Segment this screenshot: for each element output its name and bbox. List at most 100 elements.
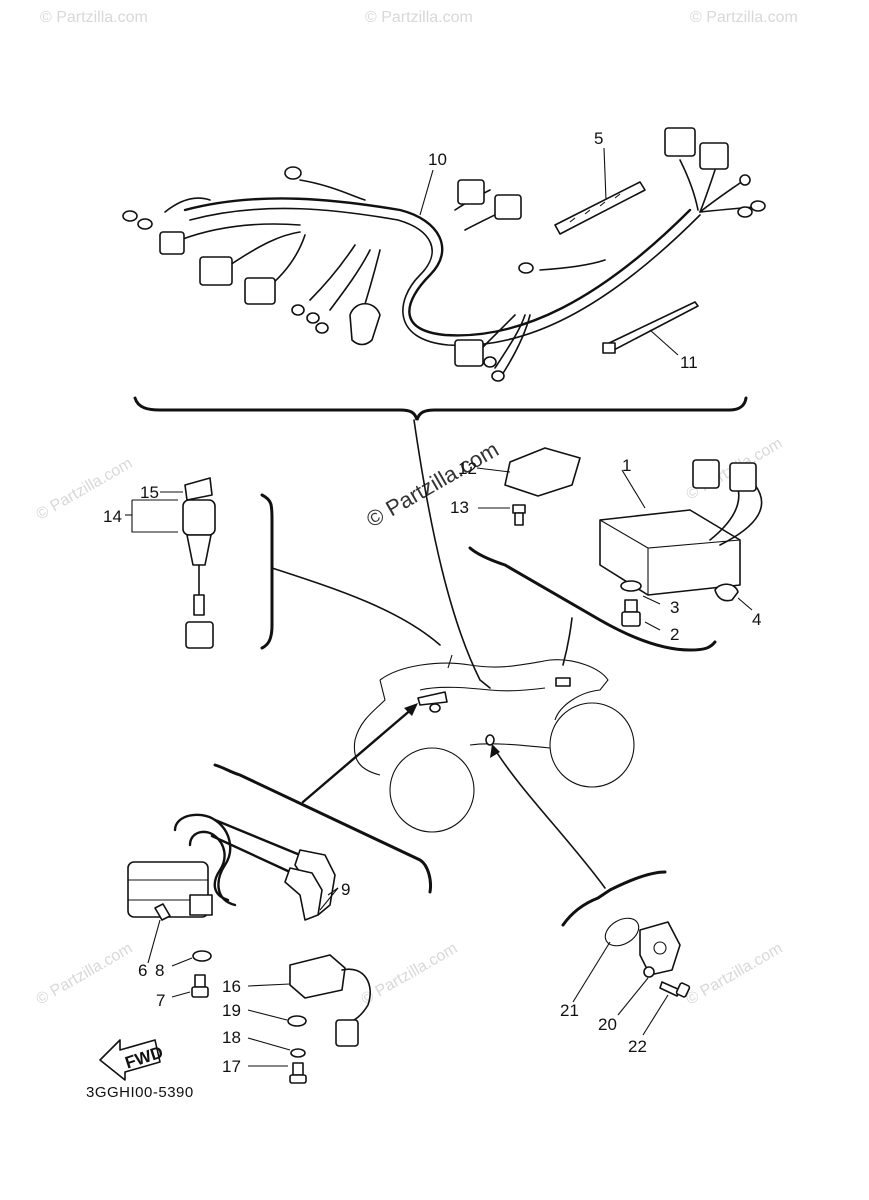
harness-branch bbox=[539, 259, 606, 271]
sensor-group bbox=[561, 870, 691, 1036]
arrow-head bbox=[404, 703, 418, 716]
main-switch-boot bbox=[186, 534, 212, 566]
washer bbox=[643, 966, 655, 978]
arrow-line bbox=[413, 419, 491, 689]
band-head bbox=[602, 342, 616, 354]
relay-group bbox=[476, 447, 581, 526]
bolt-head bbox=[512, 504, 526, 514]
bolt-head bbox=[289, 1074, 307, 1084]
lock-washer bbox=[290, 1048, 306, 1058]
leader-line bbox=[603, 147, 607, 201]
ignition-coil-group bbox=[127, 763, 432, 998]
atv-cdi-mark bbox=[555, 677, 571, 687]
leader-line bbox=[247, 1037, 291, 1051]
terminal bbox=[306, 312, 320, 324]
screw bbox=[659, 981, 681, 997]
atv-seat bbox=[419, 686, 546, 692]
callout-8: 8 bbox=[155, 961, 164, 980]
switch-connector bbox=[185, 621, 214, 649]
callout-3: 3 bbox=[670, 598, 679, 617]
harness-branch bbox=[494, 314, 526, 369]
callout-1: 1 bbox=[622, 456, 631, 475]
key bbox=[184, 477, 213, 501]
callout-14: 14 bbox=[103, 507, 122, 526]
callout-22: 22 bbox=[628, 1037, 647, 1056]
connector bbox=[494, 194, 522, 220]
bolt-shank bbox=[624, 599, 638, 613]
bolt-head bbox=[191, 986, 209, 998]
atv-mark bbox=[429, 703, 441, 713]
clip-part-4 bbox=[714, 583, 739, 602]
callout-21: 21 bbox=[560, 1001, 579, 1020]
harness-branch bbox=[164, 197, 211, 213]
cdi-wire bbox=[719, 484, 763, 546]
atv-silhouette bbox=[353, 654, 635, 833]
group-bracket bbox=[260, 493, 274, 650]
watermark: © Partzilla.com bbox=[34, 940, 136, 1009]
callout-5: 5 bbox=[594, 129, 603, 148]
leader-line bbox=[476, 467, 511, 473]
relay-part-12 bbox=[504, 447, 581, 497]
terminal bbox=[284, 166, 302, 180]
leader-line bbox=[319, 887, 339, 911]
coil-bracket bbox=[189, 894, 213, 916]
callout-10: 10 bbox=[428, 150, 447, 169]
fwd-arrow-icon bbox=[99, 1039, 161, 1081]
main-switch-group bbox=[125, 477, 274, 650]
pointer-arrows bbox=[271, 419, 606, 889]
harness-branch bbox=[299, 179, 366, 201]
harness-branch bbox=[229, 231, 301, 266]
o-ring bbox=[604, 917, 640, 947]
terminal bbox=[137, 218, 153, 230]
leader-line bbox=[327, 887, 339, 896]
connector bbox=[454, 339, 484, 367]
washer bbox=[192, 950, 212, 962]
plug-cap bbox=[284, 867, 323, 921]
watermark: © Partzilla.com bbox=[365, 9, 473, 26]
atv-frame bbox=[469, 743, 551, 749]
sensor-body bbox=[639, 921, 681, 976]
atv-rear-wheel bbox=[549, 702, 635, 788]
bolt-shank bbox=[292, 1062, 304, 1076]
callouts: 1 2 3 4 5 6 7 8 9 10 11 12 13 14 15 16 1… bbox=[103, 129, 761, 1076]
bolt-head bbox=[621, 611, 641, 627]
atv-key-mark bbox=[447, 654, 453, 669]
part-16-group bbox=[247, 954, 371, 1084]
part-16-wire bbox=[341, 968, 371, 1023]
washer bbox=[620, 580, 642, 592]
part-16-connector bbox=[335, 1019, 359, 1047]
harness-branch bbox=[179, 223, 301, 241]
cdi-connector bbox=[729, 462, 757, 492]
wire-harness bbox=[183, 197, 692, 337]
atv-body bbox=[379, 659, 609, 721]
leader-line bbox=[572, 941, 611, 1003]
cdi-group bbox=[468, 459, 763, 652]
callout-7: 7 bbox=[156, 991, 165, 1010]
watermark: © Partzilla.com bbox=[690, 9, 798, 26]
callout-19: 19 bbox=[222, 1001, 241, 1020]
atv-ignition-mark bbox=[417, 691, 448, 706]
harness-branch bbox=[699, 169, 716, 213]
callout-13: 13 bbox=[450, 498, 469, 517]
watermark: © Partzilla.com bbox=[684, 940, 786, 1009]
wire-harness-edge bbox=[189, 207, 701, 347]
connector bbox=[244, 277, 276, 305]
arrow-head bbox=[490, 744, 500, 758]
high-tension-cord bbox=[188, 830, 230, 902]
arrow-line bbox=[493, 747, 606, 889]
watermark: © Partzilla.com bbox=[359, 940, 461, 1009]
arrow-line bbox=[562, 617, 573, 666]
harness-branch bbox=[309, 244, 356, 301]
callout-12: 12 bbox=[458, 459, 477, 478]
terminal bbox=[291, 304, 305, 316]
leader-line bbox=[617, 977, 649, 1016]
group-bracket bbox=[468, 546, 717, 652]
band-part-11 bbox=[604, 301, 699, 353]
band-part-5 bbox=[554, 181, 646, 235]
callout-18: 18 bbox=[222, 1028, 241, 1047]
callout-11: 11 bbox=[680, 353, 698, 372]
terminal bbox=[315, 322, 329, 334]
switch-sleeve bbox=[193, 594, 205, 616]
terminal bbox=[483, 356, 497, 368]
leader-line bbox=[737, 597, 753, 611]
